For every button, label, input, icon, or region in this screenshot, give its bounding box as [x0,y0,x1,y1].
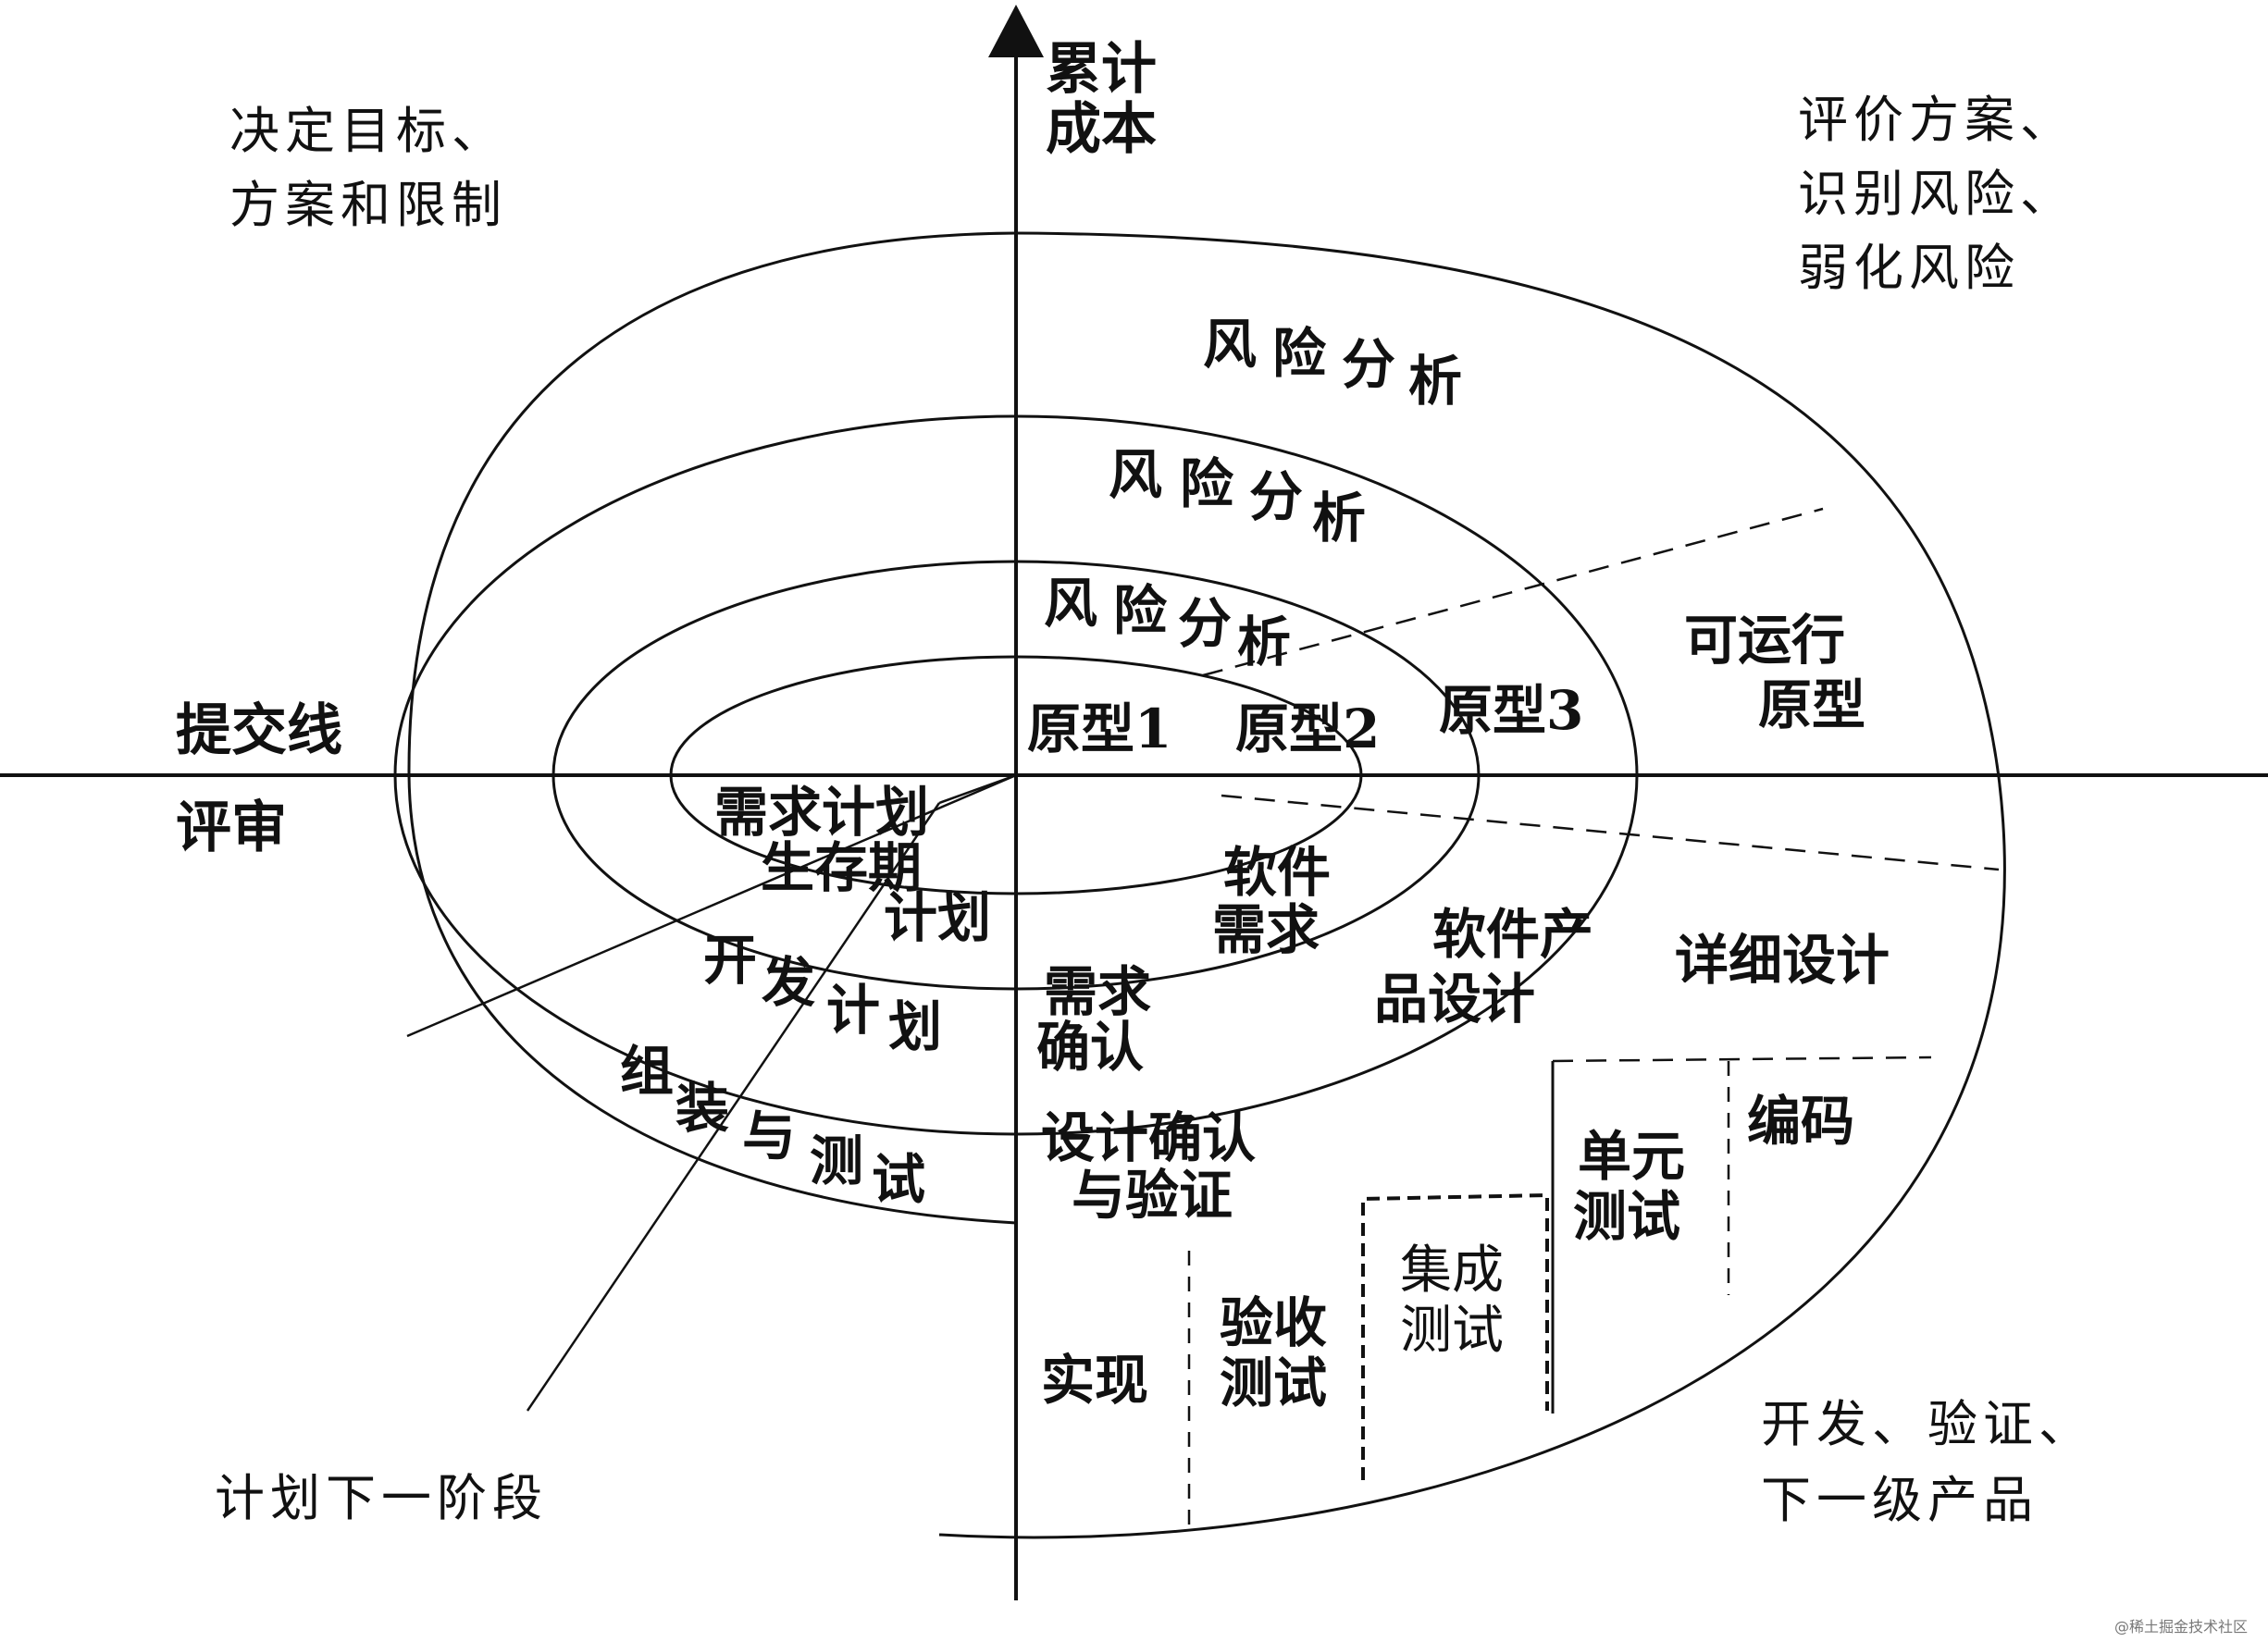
acceptance-test-line2: 测试 [1220,1352,1327,1414]
risk-analysis-middle-char: 风 [1109,443,1162,506]
risk-analysis-middle-char: 分 [1249,465,1303,528]
operational-prototype-line2: 原型 [1758,673,1865,736]
spiral-ring-3 [393,414,1639,1136]
development-plan-char: 开 [703,929,757,992]
risk-analysis-middle-char: 险 [1180,452,1234,515]
quadrant-top-right-line1: 评价方案、 [1798,91,2076,149]
software-requirements-line2: 需求 [1212,898,1320,961]
risk-analysis-inner-char: 分 [1178,592,1232,655]
planning-line-3 [526,802,941,1412]
implementation-label: 实现 [1041,1349,1148,1412]
prototype-1-label: 原型1 [1027,698,1171,760]
risk-analysis-middle: 风 险 分 析 [1109,443,1366,549]
spiral-ring-1 [669,655,1363,895]
requirements-validation-line1: 需求 [1044,960,1151,1023]
integration-and-test-char: 测 [810,1130,863,1192]
dashed-separator-requirements [1221,794,2000,871]
quadrant-top-left-line2: 方案和限制 [229,176,507,234]
integration-test-box [1361,1192,1549,1480]
software-requirements-line1: 软件 [1223,841,1331,904]
product-design-line2: 品设计 [1374,968,1535,1031]
integration-test-line1: 集成 [1400,1241,1504,1301]
spiral-ring-2 [552,560,1481,991]
design-vv-line2: 与验证 [1072,1164,1233,1227]
commit-line-label: 提交线 [176,698,342,763]
integration-and-test-char: 组 [620,1040,674,1103]
vertical-axis-arrowhead [988,5,1044,57]
product-design-line1: 软件产 [1432,903,1593,966]
lifecycle-plan-line1: 生存期 [761,836,922,899]
dashed-separator-detailed-design [1552,1056,1932,1063]
integration-and-test-char: 与 [742,1105,796,1167]
risk-analysis-outer-char: 分 [1342,333,1395,396]
risk-analysis-inner-char: 险 [1113,579,1168,642]
dashed-separator-prototype [1202,507,1824,677]
development-plan-char: 计 [826,979,880,1042]
development-plan-label: 开 发 计 划 [703,929,942,1058]
risk-analysis-inner-char: 析 [1237,611,1291,673]
watermark: @稀土掘金技术社区 [2114,1618,2248,1636]
coding-label: 编码 [1747,1090,1854,1153]
y-axis-label-line2: 成本 [1046,97,1157,162]
quadrant-bottom-right-line1: 开发、验证、 [1761,1395,2094,1453]
integration-and-test-char: 装 [675,1077,729,1140]
quadrant-top-right-line2: 识别风险、 [1798,165,2076,223]
quadrant-bottom-left-line1: 计划下一阶段 [215,1469,548,1527]
risk-analysis-inner-char: 风 [1044,572,1097,635]
spiral-ring-4 [407,231,2006,1539]
integration-and-test-label: 组 装 与 测 试 [620,1040,925,1211]
requirements-validation-line2: 确认 [1036,1016,1144,1079]
integration-and-test-char: 试 [872,1148,925,1211]
planning-line-1 [406,773,1017,1038]
planning-line-2 [938,773,1017,805]
unit-test-line1: 单元 [1578,1125,1685,1188]
risk-analysis-middle-char: 析 [1312,487,1366,549]
integration-test-line2: 测试 [1400,1301,1504,1361]
prototype-3-label: 原型3 [1439,679,1583,742]
design-vv-line1: 设计确认 [1041,1106,1256,1169]
risk-analysis-outer-char: 析 [1408,350,1462,413]
y-axis-label-line1: 累计 [1046,37,1157,102]
risk-analysis-outer-char: 风 [1203,313,1257,376]
risk-analysis-outer: 风 险 分 析 [1203,313,1462,413]
requirements-plan-label: 需求计划 [714,781,929,844]
risk-analysis-outer-char: 险 [1272,322,1327,385]
development-plan-char: 划 [888,995,942,1058]
risk-analysis-inner: 风 险 分 析 [1044,572,1291,673]
quadrant-top-right-line3: 弱化风险 [1798,239,2020,297]
review-label: 评审 [176,796,287,860]
quadrant-bottom-right-line2: 下一级产品 [1761,1471,2039,1529]
operational-prototype-line1: 可运行 [1684,609,1845,672]
development-plan-char: 发 [762,951,815,1014]
detailed-design-label: 详细设计 [1675,929,1890,992]
unit-test-line2: 测试 [1573,1185,1680,1248]
acceptance-test-line1: 验收 [1220,1291,1327,1354]
prototype-2-label: 原型2 [1235,698,1380,760]
lifecycle-plan-line2: 计划 [884,886,991,949]
quadrant-top-left-line1: 决定目标、 [229,102,507,160]
